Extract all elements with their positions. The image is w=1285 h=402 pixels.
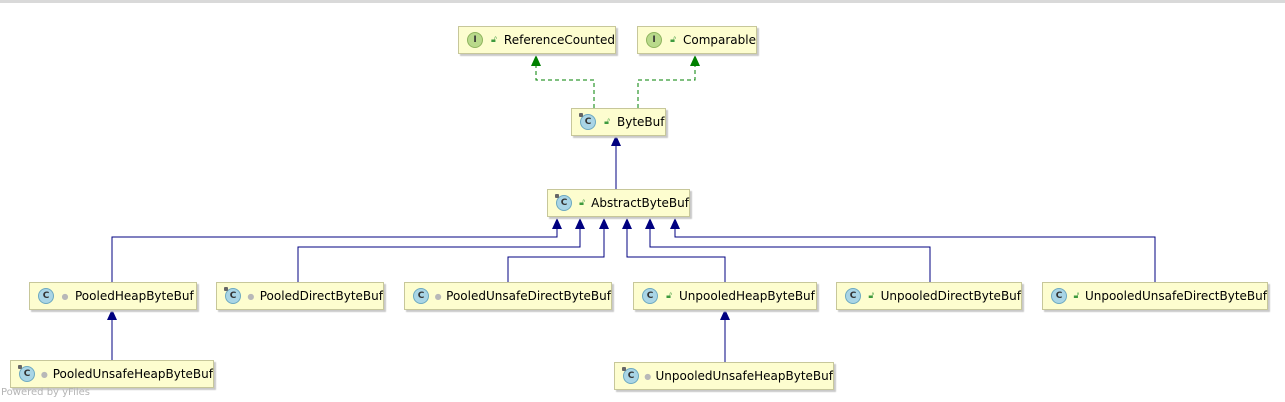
class-icon: C <box>622 367 639 384</box>
edge-pooledunsafeheapbytebuf-extends-pooledheapbytebuf <box>107 309 117 360</box>
class-icon: C <box>845 288 861 304</box>
node-label: PooledUnsafeDirectByteBuf <box>446 289 611 303</box>
abstract-class-icon: C <box>579 113 596 130</box>
package-dot-icon: ● <box>61 291 69 301</box>
interface-icon: I <box>646 32 662 48</box>
edge-abstractbytebuf-extends-bytebuf <box>611 135 621 189</box>
node-unpooledunsafedirectbytebuf[interactable]: C 🔓︎ UnpooledUnsafeDirectByteBuf <box>1042 282 1268 310</box>
unlocked-icon: 🔓︎ <box>579 198 585 208</box>
interface-icon: I <box>467 32 483 48</box>
node-pooledunsafedirectbytebuf[interactable]: C ● PooledUnsafeDirectByteBuf <box>404 282 612 310</box>
unlocked-icon: 🔓︎ <box>670 35 676 45</box>
node-label: PooledHeapByteBuf <box>75 289 194 303</box>
node-label: UnpooledUnsafeDirectByteBuf <box>1084 289 1267 303</box>
edge-unpooledunsafeheapbytebuf-extends-unpooledheapbytebuf <box>720 309 730 362</box>
node-label: UnpooledUnsafeHeapByteBuf <box>655 369 834 383</box>
edge-unpooleddirectbytebuf-extends-abstractbytebuf <box>645 218 931 282</box>
window-top-border <box>0 0 1285 3</box>
unlocked-icon: 🔓︎ <box>604 117 610 127</box>
node-label: UnpooledHeapByteBuf <box>679 289 815 303</box>
edge-bytebuf-implements-comparable <box>637 55 700 108</box>
node-comparable[interactable]: I 🔓︎ Comparable <box>637 26 757 54</box>
node-pooledheapbytebuf[interactable]: C ● PooledHeapByteBuf <box>29 282 197 310</box>
unlocked-icon: 🔓︎ <box>1073 291 1080 301</box>
edge-bytebuf-implements-referencecounted <box>531 55 595 108</box>
class-icon: C <box>413 288 429 304</box>
class-icon: C <box>642 288 658 304</box>
node-label: ReferenceCounted <box>503 33 615 47</box>
abstract-class-icon: C <box>555 194 572 211</box>
node-abstractbytebuf[interactable]: C 🔓︎ AbstractByteBuf <box>547 189 690 217</box>
edge-pooledheapbytebuf-extends-abstractbytebuf <box>111 218 562 282</box>
node-label: PooledUnsafeHeapByteBuf <box>52 367 213 381</box>
node-label: Comparable <box>682 33 756 47</box>
package-dot-icon: ● <box>40 369 48 379</box>
node-pooledunsafeheapbytebuf[interactable]: C ● PooledUnsafeHeapByteBuf <box>10 360 214 388</box>
node-unpooledheapbytebuf[interactable]: C 🔓︎ UnpooledHeapByteBuf <box>633 282 817 310</box>
node-label: ByteBuf <box>617 115 665 129</box>
unlocked-icon: 🔓︎ <box>666 291 672 301</box>
node-label: AbstractByteBuf <box>591 196 689 210</box>
class-icon: C <box>38 288 54 304</box>
edge-unpooledunsafedirectbytebuf-extends-abstractbytebuf <box>670 218 1156 282</box>
node-referencecounted[interactable]: I 🔓︎ ReferenceCounted <box>458 26 616 54</box>
class-icon: C <box>1051 288 1067 304</box>
package-dot-icon: ● <box>247 291 255 301</box>
edge-pooleddirectbytebuf-extends-abstractbytebuf <box>297 218 585 282</box>
edge-unpooledheapbytebuf-extends-abstractbytebuf <box>622 218 726 282</box>
powered-by-footer: Powered by yFiles <box>1 387 90 398</box>
node-bytebuf[interactable]: C 🔓︎ ByteBuf <box>571 108 666 136</box>
node-label: PooledDirectByteBuf <box>259 289 383 303</box>
unlocked-icon: 🔓︎ <box>868 291 875 301</box>
package-dot-icon: ● <box>644 371 652 381</box>
node-label: UnpooledDirectByteBuf <box>880 289 1021 303</box>
node-unpooledunsafeheapbytebuf[interactable]: C ● UnpooledUnsafeHeapByteBuf <box>614 362 834 390</box>
edge-pooledunsafedirectbytebuf-extends-abstractbytebuf <box>507 218 609 282</box>
class-icon: C <box>18 365 35 382</box>
class-icon: C <box>224 287 241 304</box>
node-pooleddirectbytebuf[interactable]: C ● PooledDirectByteBuf <box>216 282 384 310</box>
package-dot-icon: ● <box>434 291 442 301</box>
node-unpooleddirectbytebuf[interactable]: C 🔓︎ UnpooledDirectByteBuf <box>836 282 1022 310</box>
unlocked-icon: 🔓︎ <box>491 35 497 45</box>
